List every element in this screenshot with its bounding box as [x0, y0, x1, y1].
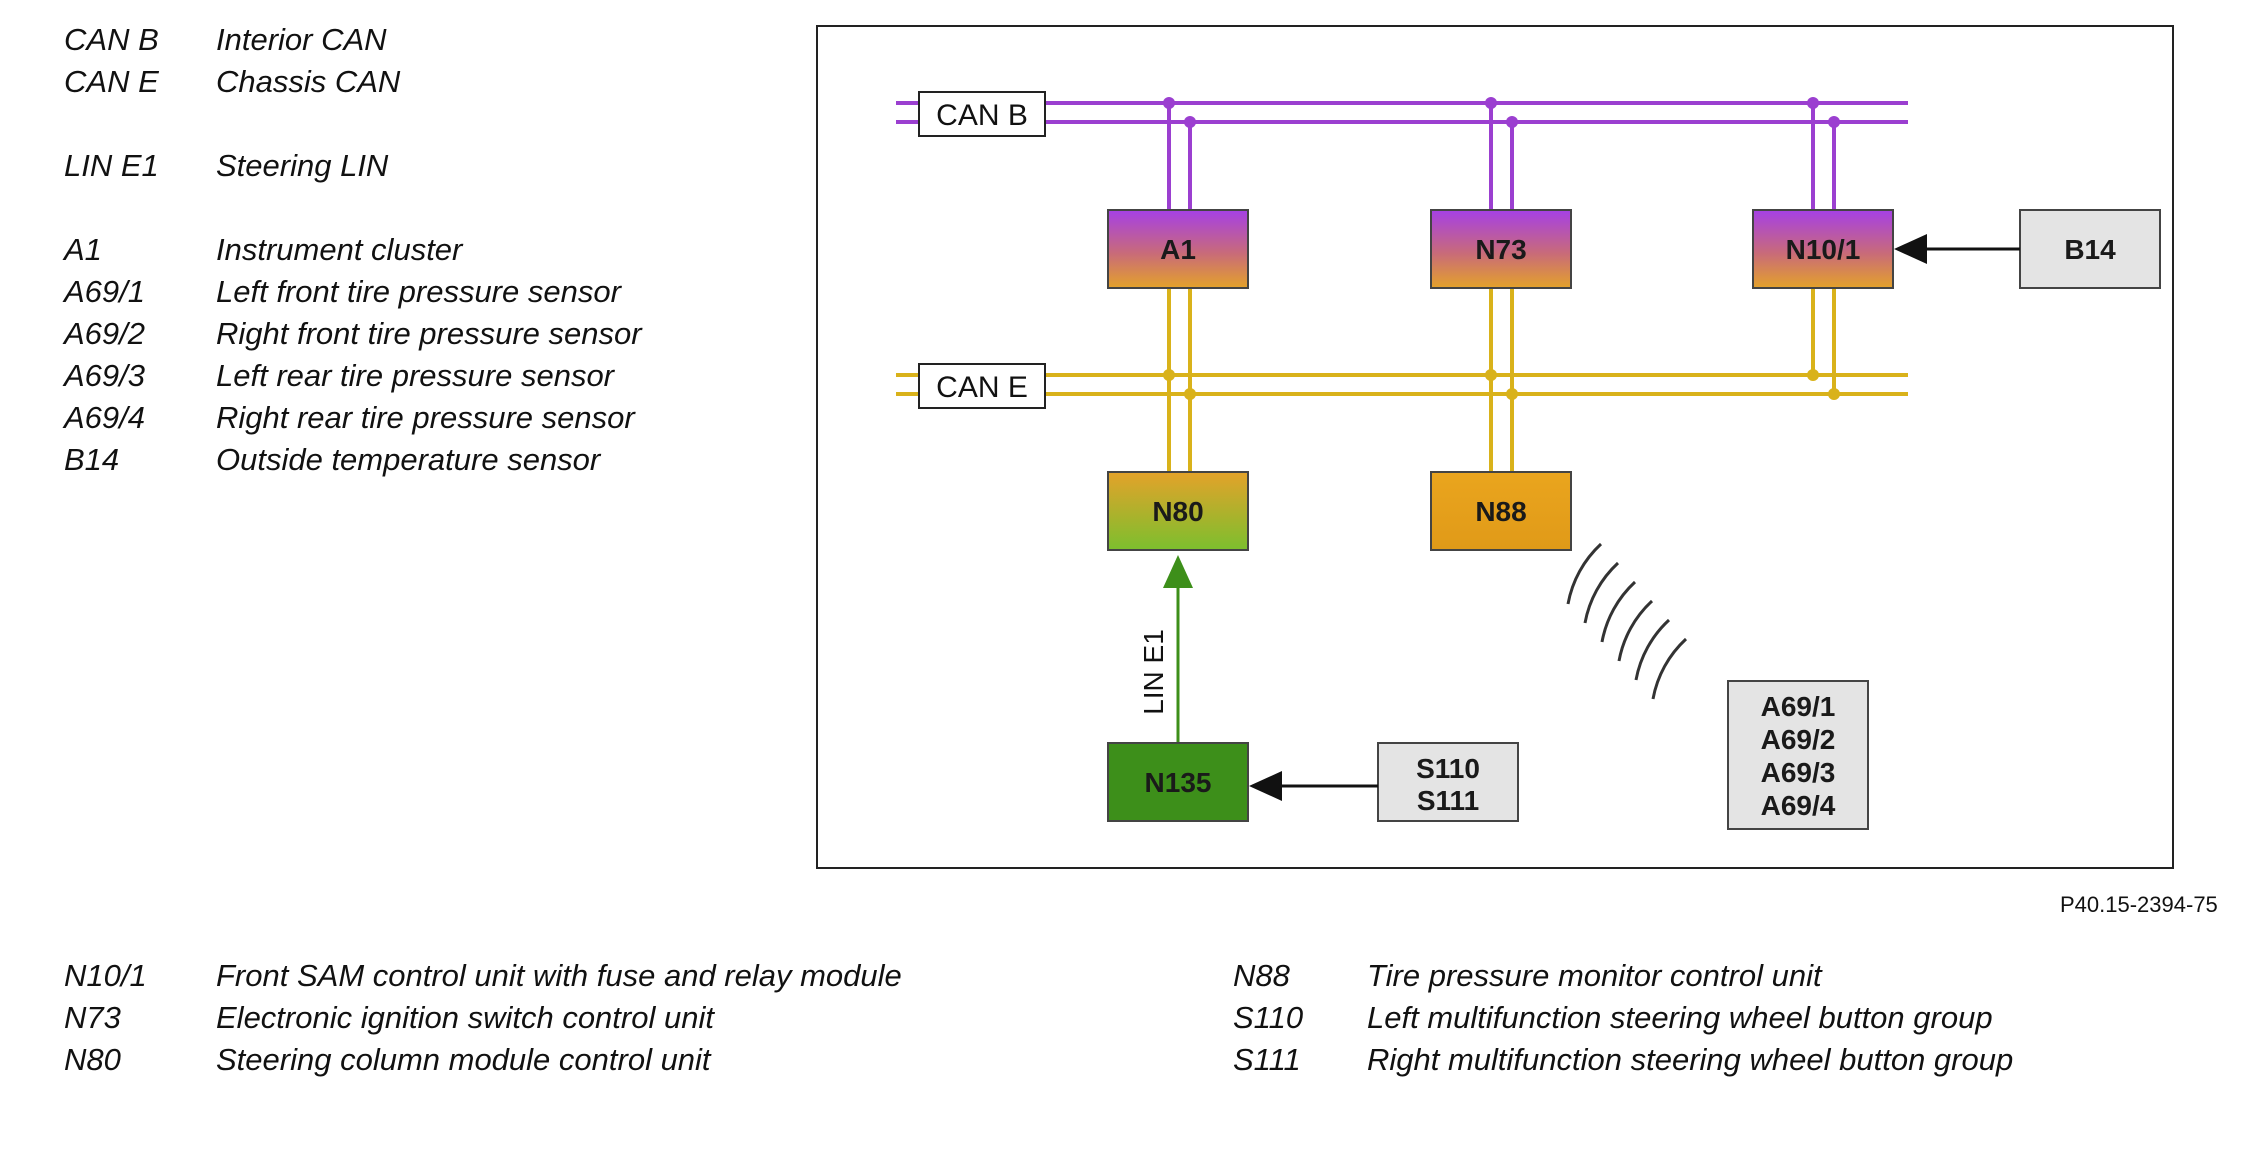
legend-desc: Right rear tire pressure sensor [216, 400, 635, 435]
legend-desc: Right multifunction steering wheel butto… [1367, 1042, 2014, 1077]
node-a69-3-label: A69/3 [1761, 757, 1836, 788]
node-a69-2-label: A69/2 [1761, 724, 1836, 755]
lin-e1-label: LIN E1 [1138, 629, 1169, 715]
legend-code: LIN E1 [64, 148, 159, 183]
node-n73: N73 [1430, 209, 1572, 289]
legend-code: N10/1 [64, 958, 147, 993]
node-n73-label: N73 [1475, 234, 1526, 265]
node-s110-label: S110 [1416, 753, 1480, 784]
legend-code: A69/4 [64, 400, 146, 435]
figure-id: P40.15-2394-75 [2060, 892, 2218, 917]
legend-code: A69/3 [64, 358, 146, 393]
node-a1-label: A1 [1160, 234, 1196, 265]
node-a69-1-label: A69/1 [1761, 691, 1836, 722]
node-n10-1-label: N10/1 [1786, 234, 1861, 265]
legend-desc: Front SAM control unit with fuse and rel… [216, 958, 902, 993]
can-e-bus [896, 288, 1908, 472]
radio-waves-icon [1566, 542, 1688, 700]
node-a69-4-label: A69/4 [1761, 790, 1836, 821]
legend-code: S110 [1233, 1000, 1304, 1035]
legend-desc: Left rear tire pressure sensor [216, 358, 615, 393]
can-b-text: CAN B [936, 99, 1028, 132]
legend-desc: Outside temperature sensor [216, 442, 601, 477]
can-b-label: CAN B [918, 91, 1046, 137]
node-n88: N88 [1430, 471, 1572, 551]
legend-code: A69/1 [64, 274, 146, 309]
legend-desc: Electronic ignition switch control unit [216, 1000, 714, 1035]
legend-code: N73 [64, 1000, 121, 1035]
legend-code: N80 [64, 1042, 121, 1077]
can-e-label: CAN E [918, 363, 1046, 409]
legend-desc: Left front tire pressure sensor [216, 274, 621, 309]
legend-desc: Steering column module control unit [216, 1042, 711, 1077]
node-n135: N135 [1107, 742, 1249, 822]
can-b-bus [896, 97, 1908, 210]
legend-code: B14 [64, 442, 120, 477]
legend-code: N88 [1233, 958, 1290, 993]
node-n10-1: N10/1 [1752, 209, 1894, 289]
legend-desc: Interior CAN [216, 22, 387, 57]
legend-desc: Right front tire pressure sensor [216, 316, 642, 351]
node-n135-label: N135 [1145, 767, 1212, 798]
legend-desc: Steering LIN [216, 148, 389, 183]
node-a1: A1 [1107, 209, 1249, 289]
can-e-text: CAN E [936, 371, 1028, 404]
legend-code: S111 [1233, 1042, 1301, 1077]
legend-code: A1 [64, 232, 102, 267]
legend-code: CAN B [64, 22, 159, 57]
legend-desc: Instrument cluster [216, 232, 463, 267]
legend-desc: Tire pressure monitor control unit [1367, 958, 1822, 993]
legend-code: A69/2 [64, 316, 146, 351]
legend-desc: Chassis CAN [216, 64, 401, 99]
legend-code: CAN E [64, 64, 159, 99]
diagram-frame [816, 25, 2174, 869]
node-a69: A69/1 A69/2 A69/3 A69/4 [1727, 680, 1869, 830]
node-s110-s111: S110 S111 [1377, 742, 1519, 822]
node-n88-label: N88 [1475, 496, 1526, 527]
node-n80: N80 [1107, 471, 1249, 551]
node-s111-label: S111 [1417, 785, 1479, 816]
node-b14-label: B14 [2064, 234, 2116, 265]
node-b14: B14 [2019, 209, 2161, 289]
legend-desc: Left multifunction steering wheel button… [1367, 1000, 1993, 1035]
node-n80-label: N80 [1152, 496, 1203, 527]
